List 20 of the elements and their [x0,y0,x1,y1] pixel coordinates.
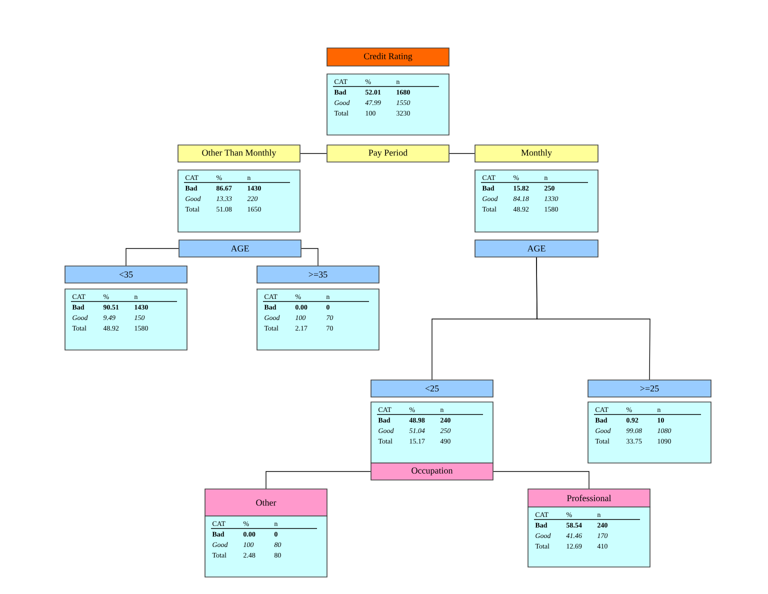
split-box: AGE [474,240,598,258]
split-box: Occupation [370,462,494,480]
split-box: >=25 [588,380,712,398]
split-box: AGE [178,240,302,258]
connector-line [536,257,650,380]
title-box: Credit Rating [326,48,450,66]
split-box: Other [204,488,328,516]
split-box: Other Than Monthly [178,144,300,162]
split-box: Pay Period [326,144,450,162]
split-box: Monthly [474,144,598,162]
split-box: >=35 [256,266,380,284]
connector-line [301,248,318,266]
connector-line [449,153,475,154]
connector-line [493,471,590,489]
connector-line [300,153,327,154]
split-box: Professional [528,488,650,508]
connector-line [126,248,179,266]
split-box: <35 [64,266,188,284]
connector-line [266,471,371,489]
split-box: <25 [370,380,494,398]
